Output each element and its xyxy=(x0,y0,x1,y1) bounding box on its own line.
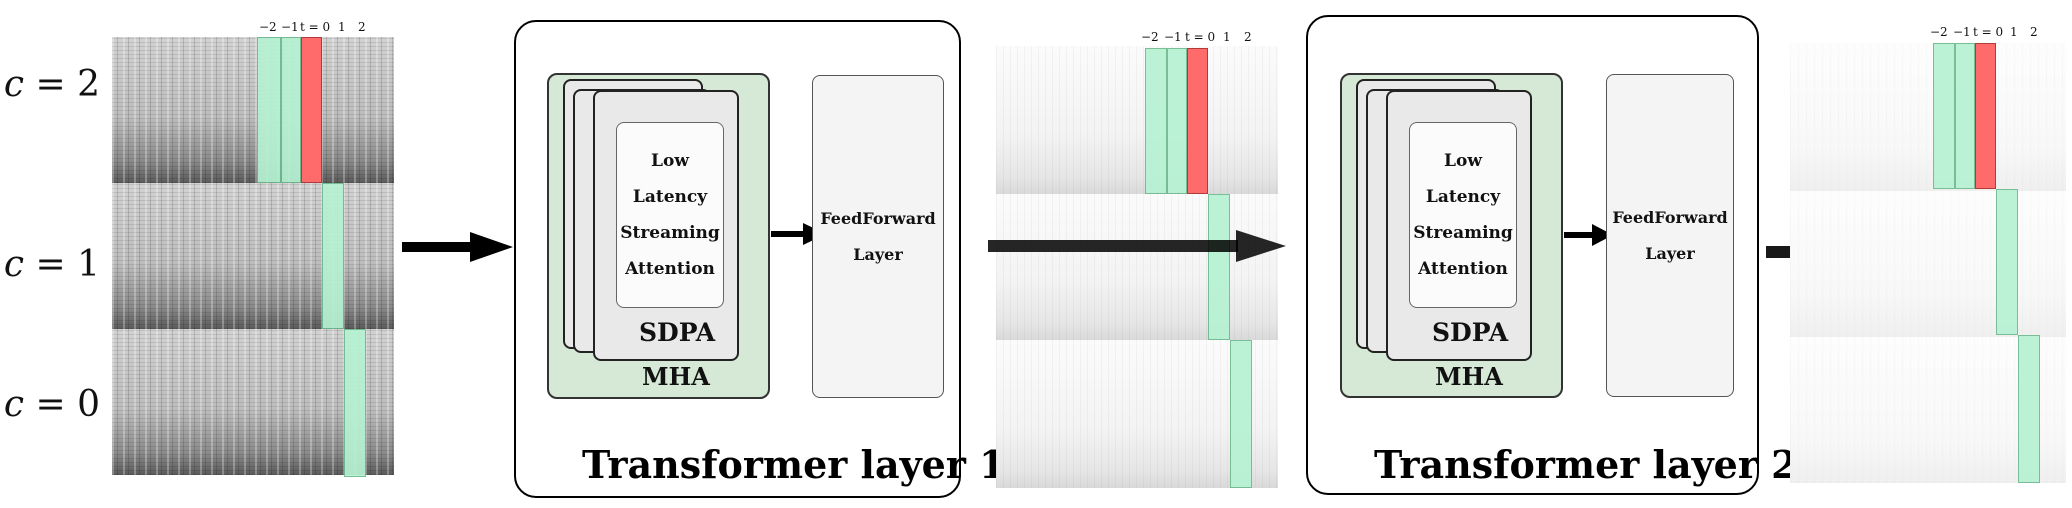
c-label-1: c = 1 xyxy=(3,244,101,285)
context-frame-minus1 xyxy=(281,37,301,183)
lookahead-frame-c0 xyxy=(344,329,366,477)
low-latency-streaming-attention: Low Latency Streaming Attention xyxy=(1409,122,1517,308)
lookahead-frame-c0 xyxy=(2018,335,2040,483)
current-frame xyxy=(1975,43,1996,189)
tick-t0: t = 0 xyxy=(300,20,331,34)
lookahead-frame-c1 xyxy=(1208,194,1230,340)
output-state-c2 xyxy=(1790,43,2066,191)
context-frame-minus2 xyxy=(257,37,281,183)
mha-label: MHA xyxy=(1435,362,1503,391)
arrow-right-icon xyxy=(402,232,513,262)
context-frame-minus1 xyxy=(1955,43,1975,189)
tick-minus1: −1 xyxy=(1953,25,1971,39)
tick-minus1: −1 xyxy=(281,20,299,34)
arrow-right-icon xyxy=(1564,224,1613,246)
tick-minus2: −2 xyxy=(1930,25,1948,39)
layer-title: Transformer layer 2 xyxy=(1374,442,1798,487)
mha-label: MHA xyxy=(642,362,710,391)
context-frame-minus2 xyxy=(1145,48,1167,194)
input-spectrogram-c2 xyxy=(112,37,394,183)
tick-t0: t = 0 xyxy=(1973,25,2004,39)
tick-minus2: −2 xyxy=(1141,30,1159,44)
tick-2: 2 xyxy=(2030,25,2038,39)
context-frame-minus1 xyxy=(1167,48,1187,194)
tick-t0: t = 0 xyxy=(1185,30,1216,44)
output-state-c1 xyxy=(1790,191,2066,337)
c-label-0: c = 0 xyxy=(3,384,101,425)
lookahead-frame-c0 xyxy=(1230,340,1252,488)
arrow-right-icon xyxy=(988,230,1286,262)
sdpa-label: SDPA xyxy=(1432,318,1509,347)
sdpa-card: Low Latency Streaming Attention SDPA xyxy=(1386,90,1532,361)
tick-minus2: −2 xyxy=(259,20,277,34)
feedforward-layer: FeedForward Layer xyxy=(1606,74,1734,397)
layer-title: Transformer layer 1 xyxy=(582,442,1006,487)
tick-1: 1 xyxy=(2010,25,2018,39)
tick-minus1: −1 xyxy=(1164,30,1182,44)
tick-1: 1 xyxy=(338,20,346,34)
sdpa-card: Low Latency Streaming Attention SDPA xyxy=(593,90,739,361)
input-spectrogram-c1 xyxy=(112,183,394,329)
c-label-2: c = 2 xyxy=(3,64,101,105)
current-frame xyxy=(301,37,322,183)
context-frame-minus2 xyxy=(1933,43,1955,189)
sdpa-label: SDPA xyxy=(639,318,716,347)
hidden-state-c2 xyxy=(996,46,1278,194)
transformer-layer-1: Low Latency Streaming Attention SDPA MHA… xyxy=(514,20,1006,498)
lookahead-frame-c1 xyxy=(1996,189,2018,335)
hidden-state-c1 xyxy=(996,194,1278,340)
tick-1: 1 xyxy=(1223,30,1231,44)
lookahead-frame-c1 xyxy=(322,183,344,329)
tick-2: 2 xyxy=(1244,30,1252,44)
low-latency-streaming-attention: Low Latency Streaming Attention xyxy=(616,122,724,308)
tick-2: 2 xyxy=(358,20,366,34)
current-frame xyxy=(1187,48,1208,194)
transformer-layer-2: Low Latency Streaming Attention SDPA MHA… xyxy=(1306,15,1798,495)
feedforward-layer: FeedForward Layer xyxy=(812,75,944,398)
